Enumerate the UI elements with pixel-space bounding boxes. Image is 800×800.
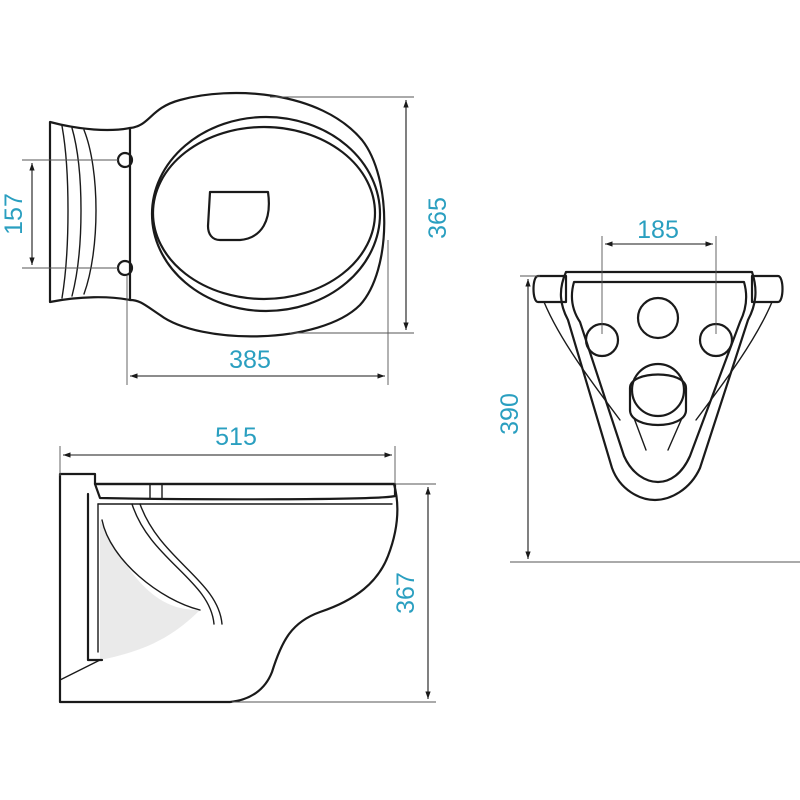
top-view-bowl-opening xyxy=(151,125,377,301)
top-view-drain xyxy=(206,190,270,242)
rear-view-outlet xyxy=(630,362,686,418)
rear-view-water-inlet xyxy=(636,296,680,340)
dim-label-185: 185 xyxy=(637,216,679,244)
dim-label-157: 157 xyxy=(0,193,28,235)
rear-view-outer-shell xyxy=(559,270,757,502)
rear-view: 185 390 xyxy=(496,216,800,563)
dim-label-365: 365 xyxy=(424,197,452,239)
dim-label-515: 515 xyxy=(215,423,257,451)
top-view: 157 365 385 xyxy=(0,91,452,385)
dim-label-385: 385 xyxy=(229,346,271,374)
dim-label-390: 390 xyxy=(496,393,524,435)
side-view-seat xyxy=(93,482,397,501)
dim-label-367: 367 xyxy=(392,572,420,614)
side-view-body-outline xyxy=(58,472,399,704)
top-view-mounting-plate xyxy=(48,120,132,304)
side-view: 515 367 xyxy=(58,423,436,704)
top-view-bowl-outline xyxy=(128,91,386,338)
top-view-seat-ring xyxy=(150,115,382,313)
